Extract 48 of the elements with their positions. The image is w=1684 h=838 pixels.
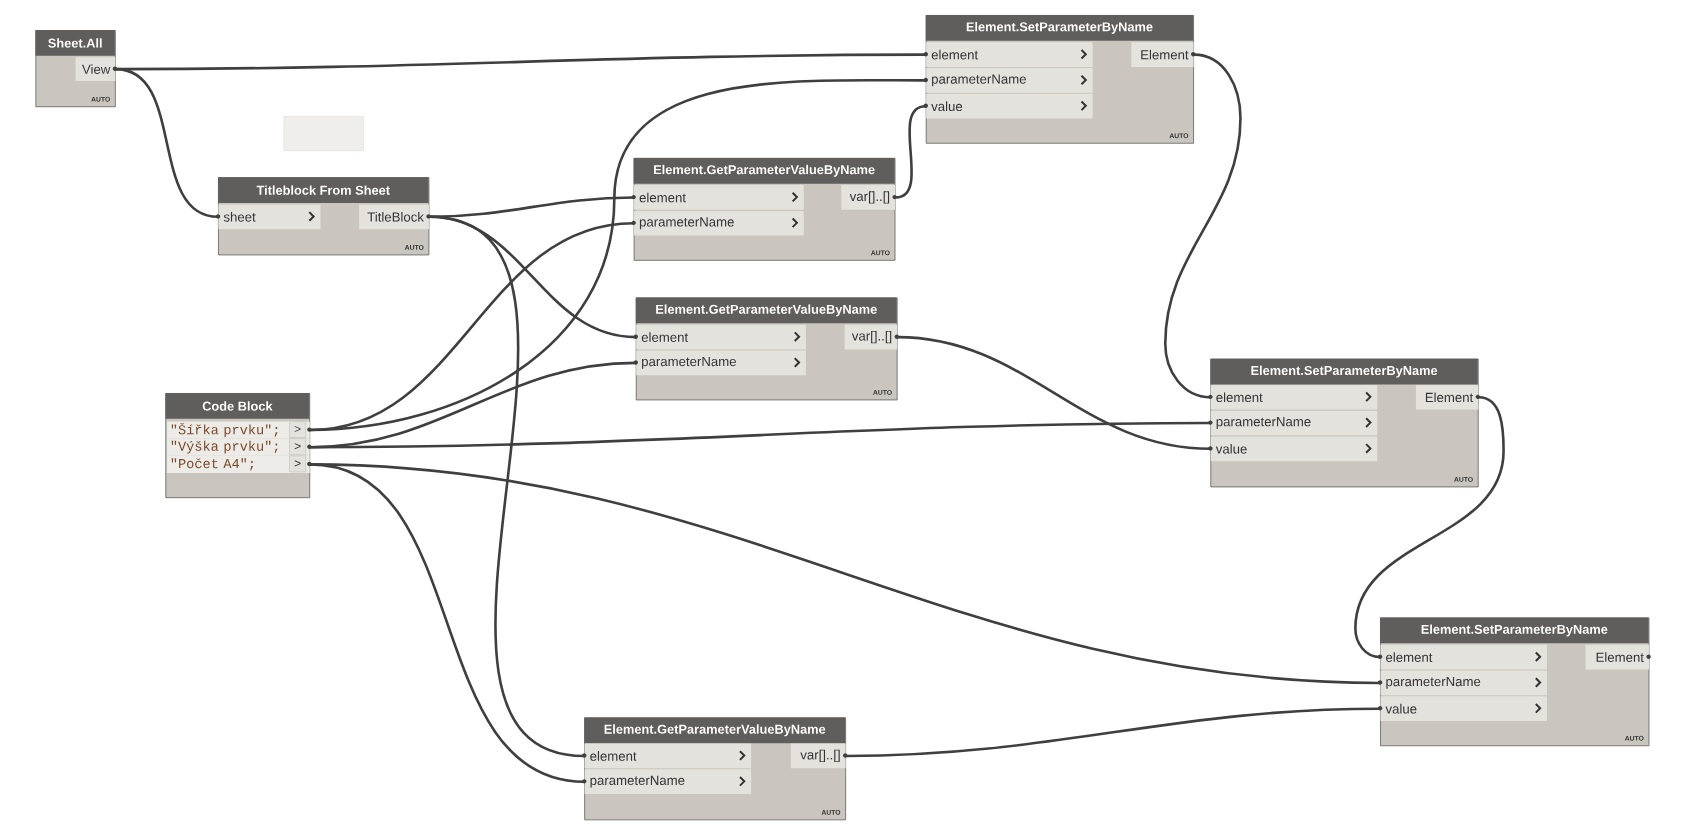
wire — [895, 105, 927, 199]
input-port: parameterName — [1377, 670, 1547, 696]
output-port: var[]..[] — [841, 185, 897, 210]
output-port: Element — [1415, 385, 1480, 410]
node-label: parameterName — [932, 74, 1026, 87]
wire — [1354, 396, 1505, 659]
input-port: element — [582, 743, 752, 769]
node-label: element — [639, 192, 686, 203]
wire — [897, 335, 1211, 451]
input-port: value — [923, 94, 1093, 119]
node-label: element — [1386, 652, 1433, 663]
node-label: parameterName — [590, 775, 685, 788]
input-port: parameterName — [633, 350, 806, 376]
wire — [115, 68, 219, 219]
node-label: value — [931, 101, 963, 112]
wire — [846, 707, 1381, 758]
wire — [310, 79, 926, 432]
node-label: parameterName — [639, 217, 734, 230]
node-label: parameterName — [1216, 417, 1311, 430]
output-port: TitleBlock — [359, 204, 431, 230]
output-port: View — [75, 57, 118, 82]
node-label: parameterName — [1386, 677, 1481, 689]
node-label: value — [1215, 444, 1247, 454]
input-port: parameterName — [923, 68, 1093, 93]
input-port: value — [1377, 696, 1547, 722]
node-label: value — [1385, 704, 1417, 714]
input-port: parameterName — [1208, 410, 1378, 436]
input-port: element — [1377, 644, 1547, 670]
node-label: element — [1216, 392, 1263, 403]
input-port: element — [633, 324, 806, 350]
node-label: parameterName — [642, 357, 736, 369]
wire — [429, 215, 585, 758]
wire — [429, 196, 634, 219]
node-label: element — [641, 332, 689, 343]
input-port: parameterName — [631, 211, 804, 236]
output-port: Element — [1131, 42, 1196, 68]
input-port: parameterName — [582, 769, 752, 795]
input-port: element — [923, 42, 1093, 68]
input-port: sheet — [215, 204, 321, 230]
input-port: value — [1208, 436, 1378, 462]
input-port: element — [631, 185, 804, 210]
node-label: element — [590, 751, 637, 761]
wire — [310, 421, 1211, 449]
input-port: element — [1208, 385, 1378, 410]
wire — [1163, 53, 1242, 399]
wire — [309, 463, 585, 784]
empty-box — [283, 116, 364, 152]
node-label: element — [931, 49, 979, 60]
